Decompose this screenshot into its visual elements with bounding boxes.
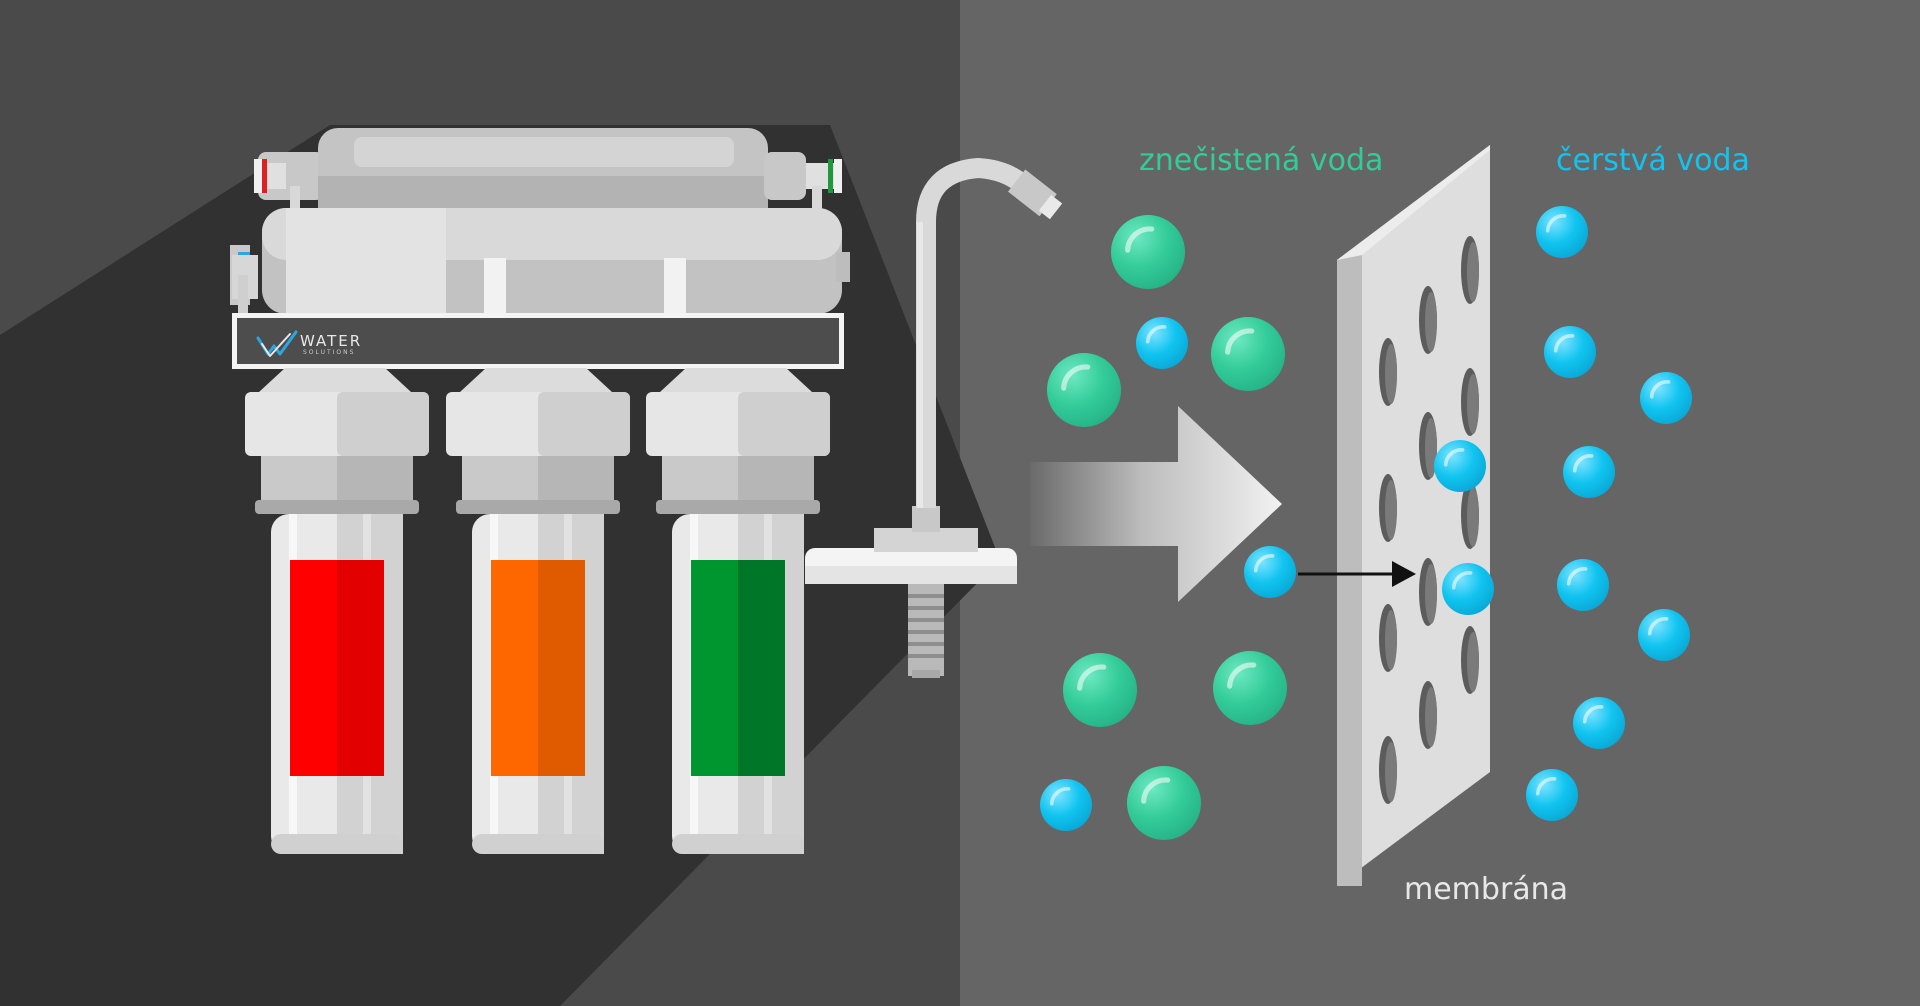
orange-cartridge — [446, 368, 630, 854]
fresh-water-label: čerstvá voda — [1556, 143, 1750, 178]
mounting-bracket: WATER SOLUTIONS — [232, 313, 844, 369]
logo-subtitle: SOLUTIONS — [303, 349, 355, 356]
fresh-particle — [1136, 317, 1188, 369]
fresh-particle — [1040, 779, 1092, 831]
fresh-particle — [1536, 206, 1588, 258]
logo-name: WATER — [300, 332, 362, 350]
contaminated-particle — [1127, 766, 1201, 840]
fresh-particle — [1563, 446, 1615, 498]
fresh-particle — [1434, 440, 1486, 492]
contaminated-water-label: znečistená voda — [1139, 143, 1383, 178]
membrane-pores — [1379, 236, 1479, 804]
red-cartridge — [245, 368, 429, 854]
water-solutions-logo: WATER SOLUTIONS — [256, 330, 362, 357]
passage-arrow — [1298, 561, 1416, 587]
contaminated-particle — [1063, 653, 1137, 727]
contaminated-particle — [1111, 215, 1185, 289]
fresh-particle — [1244, 546, 1296, 598]
membrane-label: membrána — [1404, 872, 1568, 907]
fresh-particle — [1557, 559, 1609, 611]
filter-cartridges — [245, 368, 830, 854]
faucet — [805, 157, 1063, 678]
fresh-particle — [1573, 697, 1625, 749]
contaminated-particle — [1211, 317, 1285, 391]
fresh-particle — [1638, 609, 1690, 661]
flow-arrow — [1030, 406, 1282, 602]
pressure-tank — [230, 208, 850, 322]
water-particles — [1040, 206, 1692, 840]
membrane — [1337, 145, 1490, 886]
filter-unit: WATER SOLUTIONS — [230, 128, 1063, 854]
contaminated-particle — [1213, 651, 1287, 725]
contaminated-particle — [1047, 353, 1121, 427]
fresh-particle — [1640, 372, 1692, 424]
fresh-particle — [1544, 326, 1596, 378]
fresh-particle — [1442, 563, 1494, 615]
fresh-particle — [1526, 769, 1578, 821]
green-cartridge — [646, 368, 830, 854]
